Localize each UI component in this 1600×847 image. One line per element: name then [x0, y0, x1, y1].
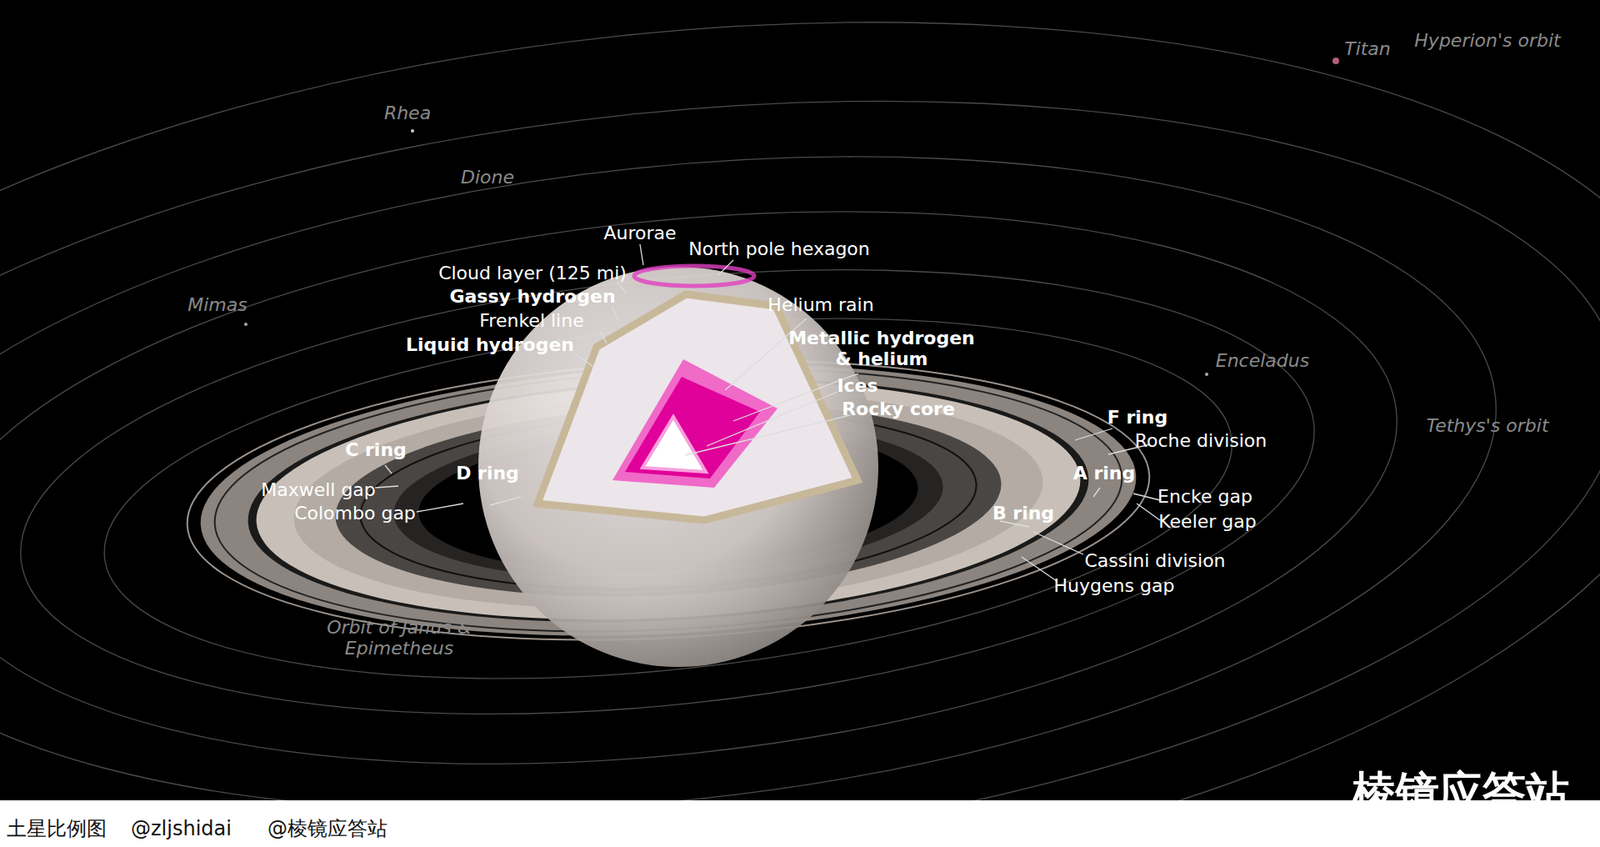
caption: 土星比例图 — [6, 817, 107, 841]
layer-label: Gassy hydrogen — [449, 285, 615, 307]
layer-label: Frenkel line — [479, 310, 584, 331]
ring-label: Colombo gap — [294, 502, 416, 524]
layer-label: Liquid hydrogen — [405, 334, 575, 355]
ices-layer — [625, 376, 760, 479]
layer-label: Helium rain — [767, 294, 874, 315]
titan-dot — [1332, 57, 1340, 65]
moon-name: Mimas — [187, 294, 247, 315]
moon-name: Rhea — [384, 102, 431, 124]
ring-label: A ring — [1073, 462, 1136, 484]
feature-label: North pole hexagon — [688, 238, 870, 260]
moon-name: Dione — [460, 166, 515, 188]
planet-body — [478, 266, 879, 667]
layer-label: Rocky core — [841, 398, 955, 420]
orbit-name: Tethys's orbit — [1425, 415, 1549, 436]
watermark: 棱镜应答站 — [1352, 767, 1570, 818]
metallic-layer — [612, 359, 778, 488]
ring-label: D ring — [455, 462, 520, 484]
handle: @zljshidai — [130, 817, 232, 841]
rocky-core — [642, 416, 706, 472]
ring-label: Encke gap — [1157, 485, 1253, 507]
space-background — [0, 0, 1600, 800]
ring-label: B ring — [992, 502, 1055, 524]
ring-label: Cassini division — [1084, 550, 1225, 571]
aurora — [634, 265, 755, 286]
handle: @棱镜应答站 — [267, 817, 388, 841]
moon-name: Titan — [1344, 38, 1391, 60]
rhea-dot — [410, 129, 415, 133]
ring-label: Roche division — [1135, 430, 1268, 451]
layer-label: Metallic hydrogen & helium — [781, 327, 982, 370]
mimas-dot — [244, 322, 248, 326]
layer-label: Ices — [836, 375, 878, 396]
enceladus-dot — [1205, 372, 1209, 376]
ring-label: F ring — [1107, 406, 1169, 428]
layer-label: Cloud layer (125 mi) — [438, 262, 627, 284]
orbit-name: Hyperion's orbit — [1414, 30, 1560, 51]
ring-label: Maxwell gap — [260, 479, 376, 500]
moon-name: Enceladus — [1215, 350, 1310, 371]
ring-label: Keeler gap — [1158, 510, 1257, 532]
orbit-name: Orbit of Janus & Epimetheus — [315, 616, 483, 660]
ring-label: Huygens gap — [1054, 575, 1175, 596]
ring-label: C ring — [345, 439, 407, 460]
feature-label: Aurorae — [603, 222, 676, 244]
leader-lines — [375, 244, 1160, 581]
